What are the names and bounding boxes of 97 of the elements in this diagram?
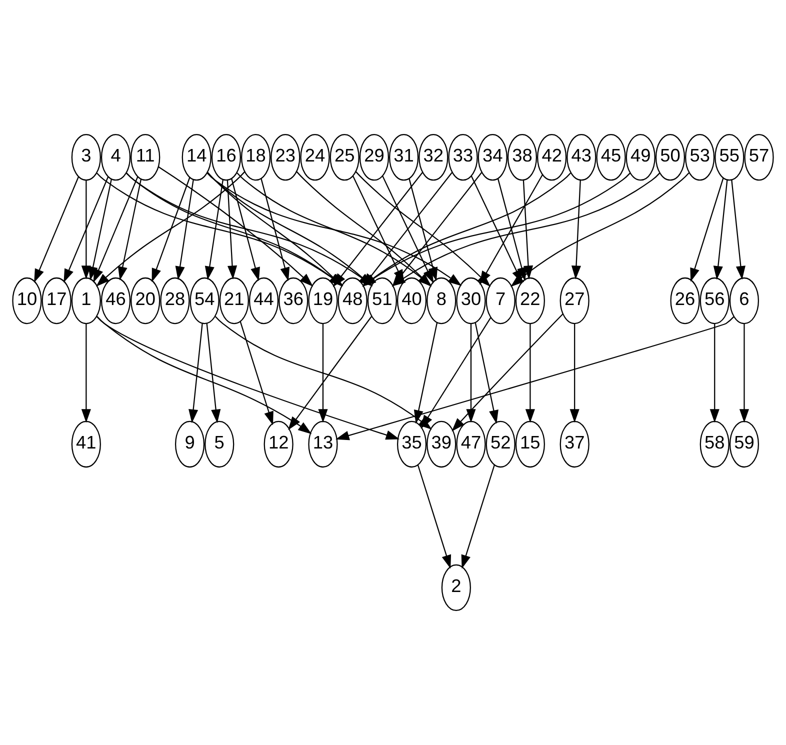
arrow xyxy=(739,324,750,423)
node-ellipse: 20 xyxy=(130,277,160,324)
arrow xyxy=(571,180,581,280)
node-ellipse: 17 xyxy=(42,277,72,324)
arrow xyxy=(93,176,138,283)
arrow xyxy=(118,179,142,280)
arrow xyxy=(158,166,314,287)
node-ellipse: 2 xyxy=(441,564,471,612)
node-ellipse: 8 xyxy=(426,277,456,324)
node-ellipse: 16 xyxy=(211,134,241,181)
arrow xyxy=(188,323,203,424)
arrow xyxy=(231,178,260,282)
arrow xyxy=(64,176,109,283)
arrow xyxy=(96,316,400,440)
node-ellipse: 7 xyxy=(486,277,516,324)
arrow xyxy=(713,180,728,280)
node-ellipse: 11 xyxy=(130,134,160,181)
arrow xyxy=(240,321,274,426)
node-ellipse: 42 xyxy=(537,134,567,181)
node-ellipse: 26 xyxy=(670,277,700,324)
arrow xyxy=(731,180,746,280)
node-ellipse: 55 xyxy=(714,134,744,181)
node-ellipse: 34 xyxy=(478,134,508,181)
node-ellipse: 40 xyxy=(396,277,427,324)
node-ellipse: 37 xyxy=(560,420,590,468)
node-ellipse: 43 xyxy=(566,134,596,181)
node-ellipse: 38 xyxy=(507,134,538,181)
node-ellipse: 6 xyxy=(729,277,760,324)
node-ellipse: 50 xyxy=(655,134,686,181)
node-ellipse: 5 xyxy=(204,420,234,468)
arrow xyxy=(570,324,580,423)
arrow xyxy=(336,316,734,440)
arrow xyxy=(96,171,246,287)
node-ellipse: 22 xyxy=(515,277,545,324)
node-ellipse: 18 xyxy=(241,134,271,181)
node-ellipse: 12 xyxy=(264,420,294,468)
node-ellipse: 46 xyxy=(100,277,131,324)
node-ellipse: 49 xyxy=(626,134,656,181)
node-ellipse: 14 xyxy=(182,134,212,181)
node-ellipse: 47 xyxy=(456,420,486,468)
arrow xyxy=(204,180,224,280)
arrow xyxy=(461,464,495,569)
arrow xyxy=(152,177,190,282)
node-ellipse: 56 xyxy=(700,277,730,324)
node-ellipse: 41 xyxy=(71,420,101,468)
node-ellipse: 27 xyxy=(560,277,590,324)
arrow xyxy=(175,180,194,280)
arrow xyxy=(318,324,328,423)
node-ellipse: 39 xyxy=(426,420,456,468)
arrow xyxy=(414,322,438,424)
node-ellipse: 29 xyxy=(359,134,390,181)
node-ellipse: 19 xyxy=(308,277,338,324)
node-ellipse: 23 xyxy=(270,134,300,181)
node-ellipse: 25 xyxy=(330,134,360,181)
node-ellipse: 32 xyxy=(418,134,448,181)
node-ellipse: 45 xyxy=(596,134,626,181)
node-ellipse: 24 xyxy=(300,134,330,181)
node-ellipse: 15 xyxy=(515,420,545,468)
node-ellipse: 44 xyxy=(248,277,279,324)
arrow xyxy=(522,180,534,280)
arrow xyxy=(34,176,80,283)
arrow xyxy=(417,464,452,569)
arrow xyxy=(466,324,476,423)
node-ellipse: 1 xyxy=(71,277,101,324)
arrow xyxy=(260,178,290,282)
node-ellipse: 30 xyxy=(456,277,486,324)
arrow xyxy=(474,322,498,424)
node-ellipse: 36 xyxy=(278,277,308,324)
arrow xyxy=(206,323,221,424)
node-ellipse: 21 xyxy=(219,277,249,324)
node-ellipse: 35 xyxy=(396,420,427,468)
node-ellipse: 59 xyxy=(729,420,760,468)
arrow xyxy=(288,316,372,430)
arrow xyxy=(710,324,720,423)
node-ellipse: 33 xyxy=(448,134,478,181)
arrow xyxy=(690,178,724,282)
node-ellipse: 53 xyxy=(685,134,715,181)
node-ellipse: 58 xyxy=(700,420,730,468)
node-ellipse: 10 xyxy=(12,277,42,324)
node-ellipse: 31 xyxy=(389,134,419,181)
arrow xyxy=(452,314,564,432)
node-ellipse: 52 xyxy=(486,420,516,468)
arrow xyxy=(408,178,438,282)
node-ellipse: 13 xyxy=(308,420,338,468)
node-ellipse: 28 xyxy=(160,277,190,324)
node-ellipse: 9 xyxy=(174,420,205,468)
node-ellipse: 51 xyxy=(367,277,397,324)
node-ellipse: 57 xyxy=(744,134,774,181)
arrow xyxy=(96,316,312,434)
arrow xyxy=(81,324,91,423)
node-ellipse: 48 xyxy=(338,277,368,324)
node-ellipse: 3 xyxy=(71,134,101,181)
arrow xyxy=(226,180,238,280)
node-ellipse: 4 xyxy=(100,134,131,181)
node-ellipse: 54 xyxy=(190,277,220,324)
arrow xyxy=(525,324,535,423)
arrow xyxy=(81,180,91,280)
